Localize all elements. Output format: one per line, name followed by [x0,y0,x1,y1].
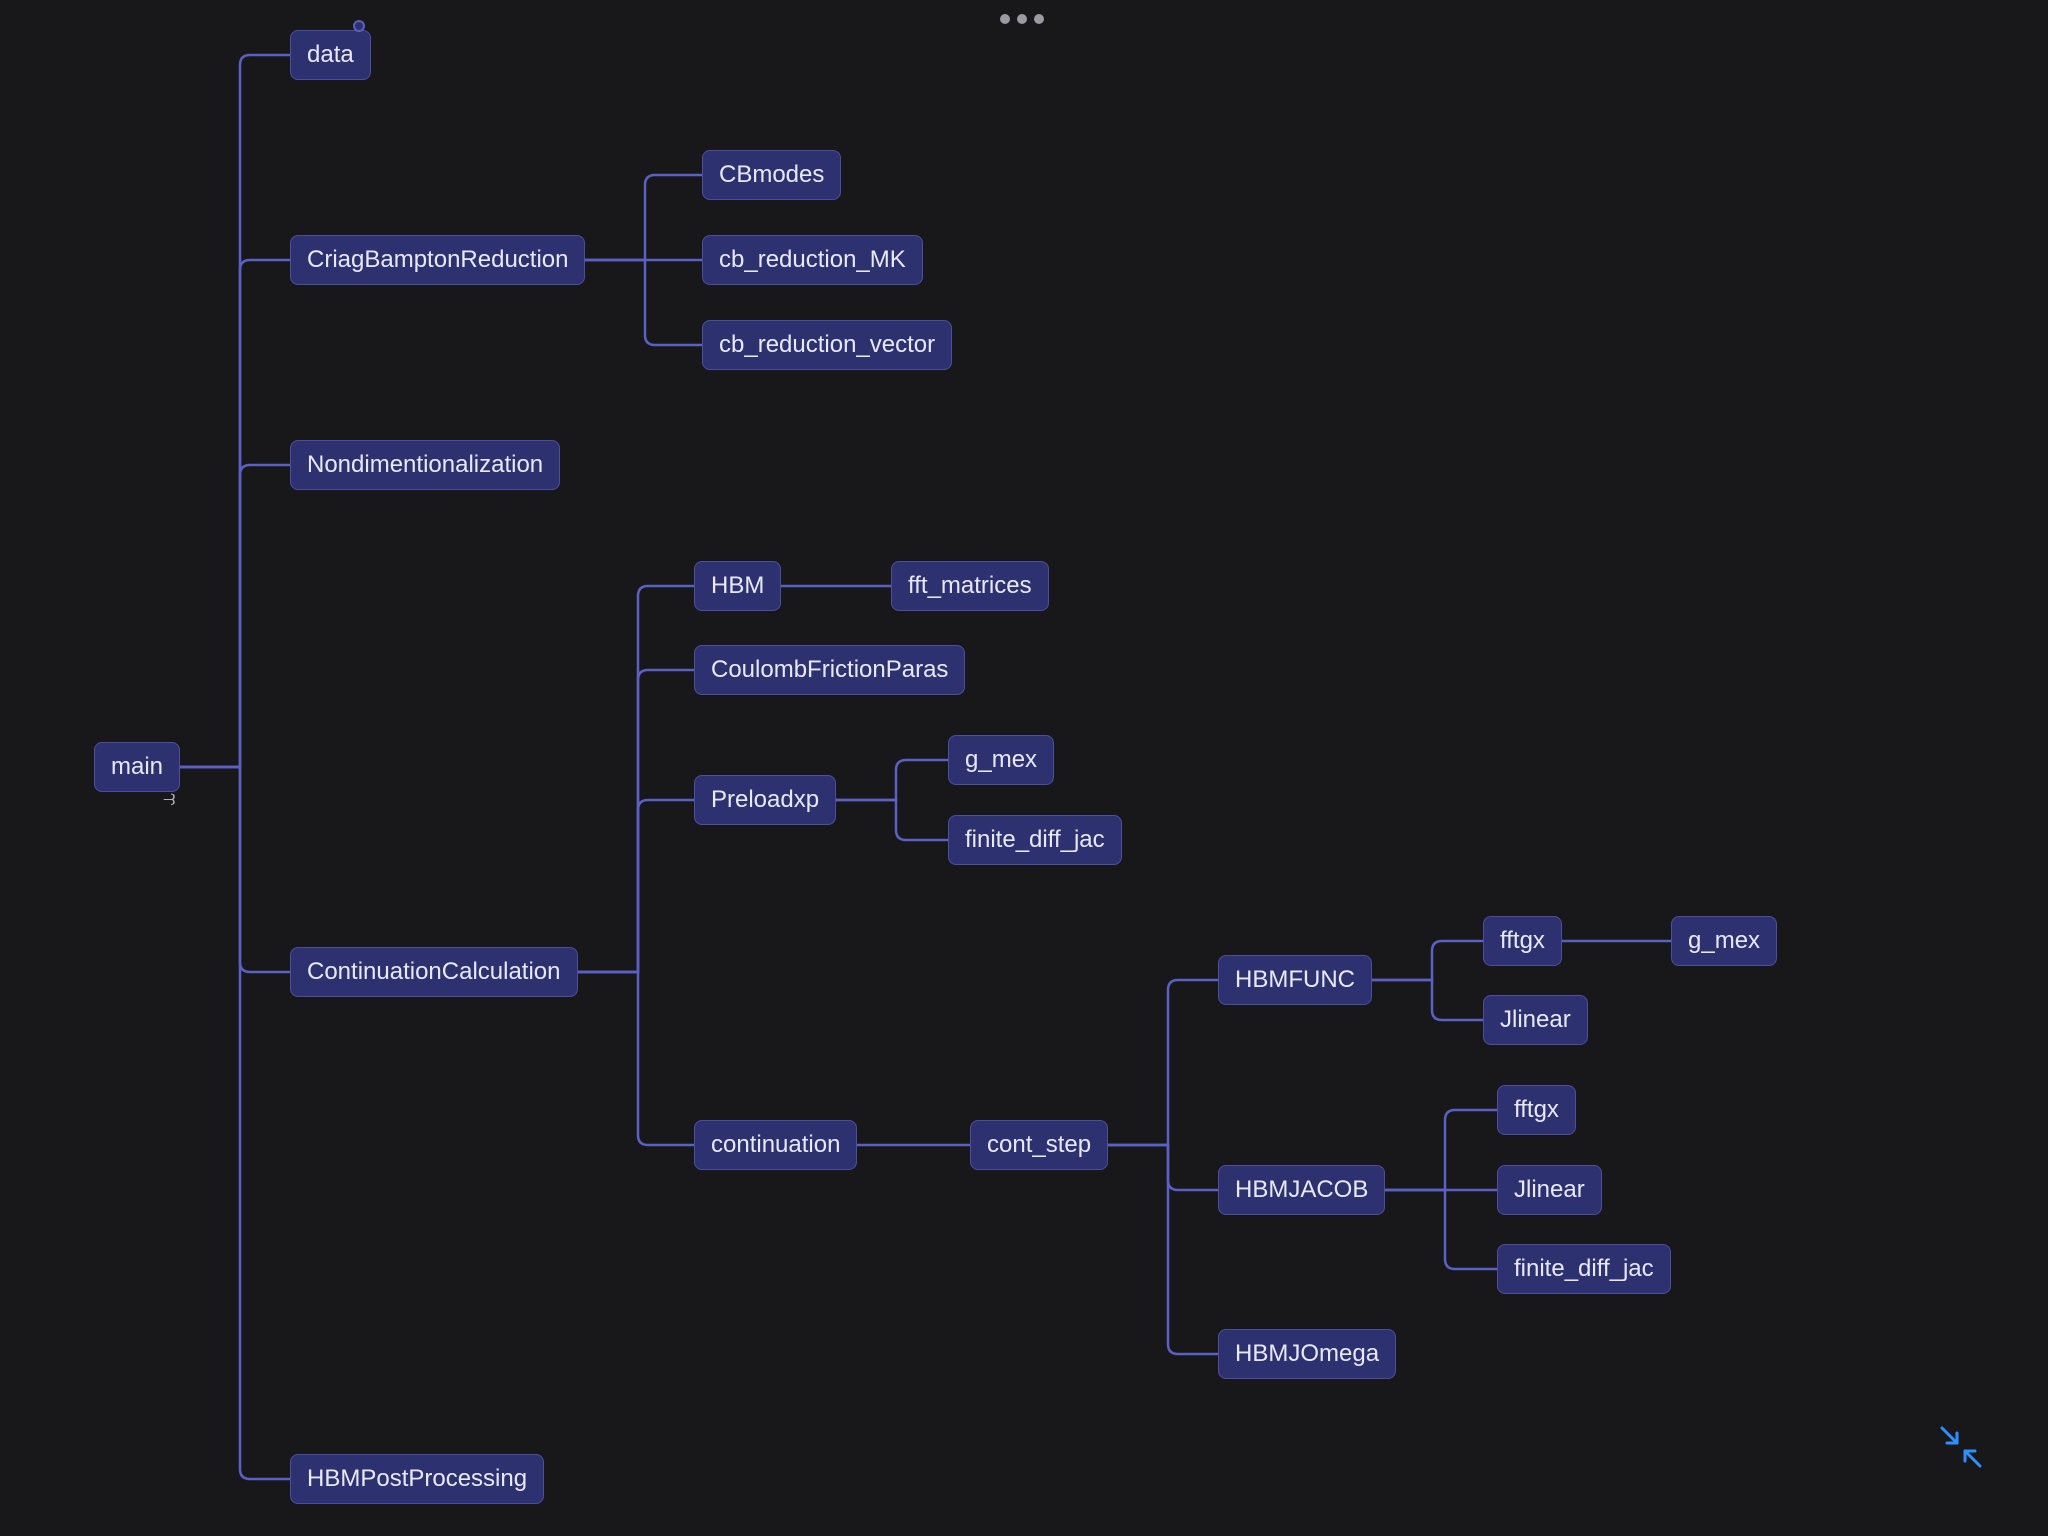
collapse-handle-icon[interactable] [353,20,365,32]
connector-hbmfunc-hbmfunc_jlinear [1372,978,1483,1022]
node-cb-reduction-mk[interactable]: cb_reduction_MK [702,235,923,285]
connector-hbmjacob-hbmjacob_fftgx [1385,1108,1497,1192]
node-hbmjacob-jlinear[interactable]: Jlinear [1497,1165,1602,1215]
connector-cont_step-hbmjacob [1108,1143,1218,1192]
node-cbmodes[interactable]: CBmodes [702,150,842,200]
node-hbmfunc-jlinear[interactable]: Jlinear [1483,995,1588,1045]
node-hbmjacob-fftgx[interactable]: fftgx [1497,1085,1576,1135]
more-dot [1034,14,1044,24]
connector-criag_bampton_reduction-cbmodes [585,173,702,262]
node-hbmjomega[interactable]: HBMJOmega [1218,1329,1397,1379]
node-nondimentionalization[interactable]: Nondimentionalization [290,440,561,490]
node-cb-reduction-vector[interactable]: cb_reduction_vector [702,320,953,370]
more-dot [1017,14,1027,24]
node-cont-step[interactable]: cont_step [970,1120,1109,1170]
connector-cont_step-hbmfunc [1108,978,1218,1147]
node-hbmjacob-finite-diff-jac[interactable]: finite_diff_jac [1497,1244,1671,1294]
more-dot [1000,14,1010,24]
node-data[interactable]: data [290,30,371,80]
connector-main-data [180,53,290,769]
node-preloadxp-g-mex[interactable]: g_mex [948,735,1055,785]
connector-preloadxp-preloadxp_finite_diff_jac [836,798,948,842]
node-fft-matrices[interactable]: fft_matrices [891,561,1049,611]
node-hbm[interactable]: HBM [694,561,782,611]
node-hbmfunc-fftgx[interactable]: fftgx [1483,916,1562,966]
connector-main-criag_bampton_reduction [180,258,290,769]
connector-hbmfunc-hbmfunc_fftgx [1372,939,1483,982]
node-continuation[interactable]: continuation [694,1120,858,1170]
connector-continuation_calculation-hbm [578,584,694,974]
node-criag-bampton-reduction[interactable]: CriagBamptonReduction [290,235,586,285]
node-hbm-post-processing[interactable]: HBMPostProcessing [290,1454,545,1504]
more-options-icon[interactable] [1000,14,1044,24]
connector-cont_step-hbmjomega [1108,1143,1218,1356]
connector-hbmjacob-hbmjacob_finite_diff_jac [1385,1188,1497,1271]
node-main[interactable]: main [94,742,181,792]
node-hbmfunc-fftgx-g-mex[interactable]: g_mex [1671,916,1778,966]
connector-main-continuation_calculation [180,765,290,974]
node-continuation-calculation[interactable]: ContinuationCalculation [290,947,578,997]
node-preloadxp-finite-diff-jac[interactable]: finite_diff_jac [948,815,1122,865]
connector-continuation_calculation-continuation [578,970,694,1147]
node-hbmjacob[interactable]: HBMJACOB [1218,1165,1386,1215]
connector-preloadxp-preloadxp_g_mex [836,758,948,802]
fold-toggle-icon[interactable]: ⥽ [163,786,176,811]
connector-continuation_calculation-coulomb_friction_paras [578,668,694,974]
connector-main-hbm_post_processing [180,765,290,1481]
collapse-arrows-icon[interactable] [1938,1424,1984,1470]
connector-criag_bampton_reduction-cb_reduction_vector [585,258,702,347]
node-preloadxp[interactable]: Preloadxp [694,775,837,825]
connector-main-nondimentionalization [180,463,290,769]
connector-continuation_calculation-preloadxp [578,798,694,974]
node-hbmfunc[interactable]: HBMFUNC [1218,955,1372,1005]
node-coulomb-friction-paras[interactable]: CoulombFrictionParas [694,645,966,695]
